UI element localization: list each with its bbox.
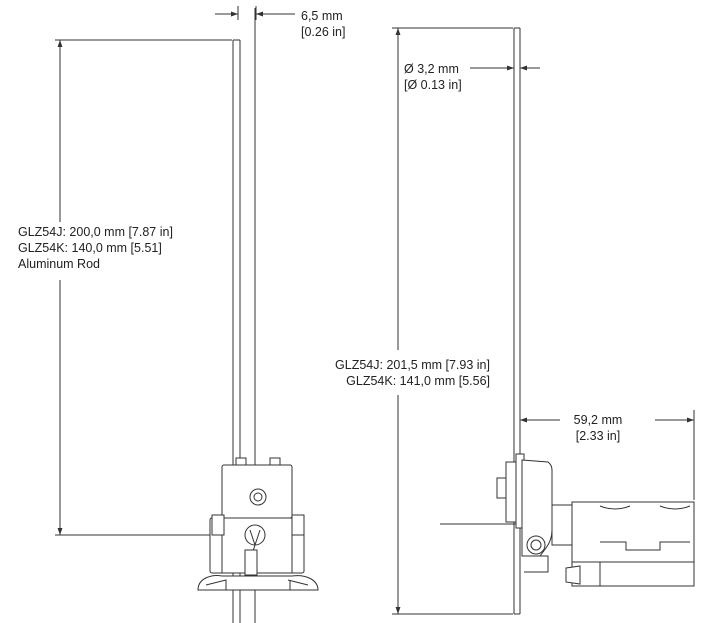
total-length-line2: GLZ54K: 141,0 mm [5.56] <box>346 374 490 388</box>
total-length-dimension <box>392 27 513 615</box>
rod-length-label: GLZ54J: 200,0 mm [7.87 in] GLZ54K: 140,0… <box>18 224 173 272</box>
rod-width-imperial: [0.26 in] <box>301 25 346 39</box>
rod-length-line2: GLZ54K: 140,0 mm [5.51] <box>18 241 162 255</box>
front-view <box>55 6 319 623</box>
rod-width-dimension <box>215 6 295 20</box>
rod-diameter-imperial: [Ø 0.13 in] <box>404 78 462 92</box>
total-length-line1: GLZ54J: 201,5 mm [7.93 in] <box>335 358 490 372</box>
rod-length-line1: GLZ54J: 200,0 mm [7.87 in] <box>18 225 173 239</box>
depth-dimension <box>519 410 695 500</box>
depth-label: 59,2 mm [2.33 in] <box>565 412 631 444</box>
depth-metric: 59,2 mm <box>573 413 623 427</box>
rod-diameter-metric: Ø 3,2 mm <box>404 62 459 76</box>
total-length-label: GLZ54J: 201,5 mm [7.93 in] GLZ54K: 141,0… <box>300 357 490 389</box>
side-clamp-assembly <box>496 453 695 587</box>
rod-material: Aluminum Rod <box>18 257 100 271</box>
front-clamp-assembly <box>197 457 319 591</box>
rod-width-label: 6,5 mm [0.26 in] <box>301 8 346 40</box>
rod-width-metric: 6,5 mm <box>301 9 343 23</box>
rod-length-dimension <box>55 39 232 536</box>
side-view <box>392 27 695 615</box>
depth-imperial: [2.33 in] <box>575 429 621 443</box>
rod-diameter-label: Ø 3,2 mm [Ø 0.13 in] <box>404 61 462 93</box>
